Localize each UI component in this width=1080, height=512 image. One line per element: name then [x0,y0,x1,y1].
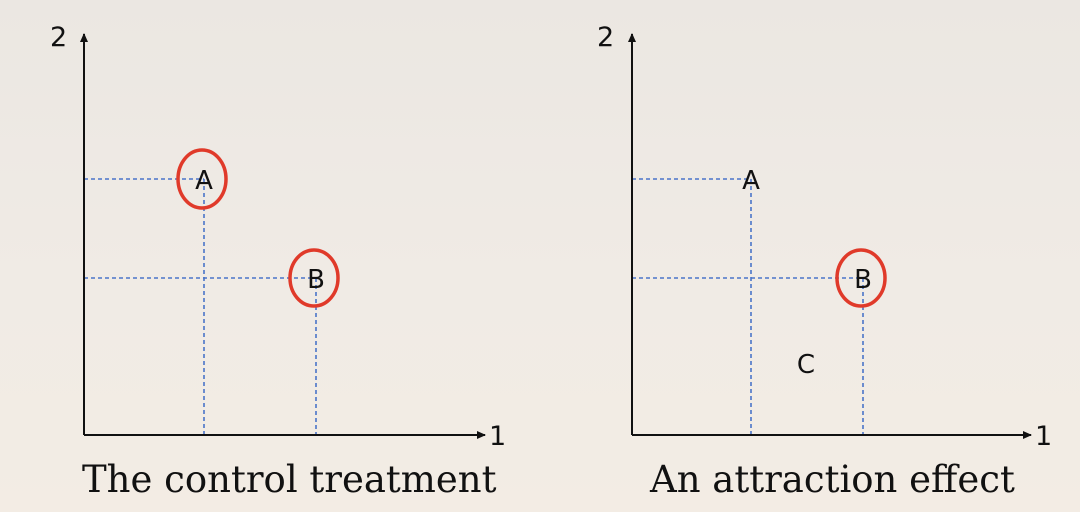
panel-caption: The control treatment [82,458,497,501]
point-b-highlight-circle [835,248,887,308]
point-a-label: A [195,166,213,196]
point-b-label: B [307,265,325,295]
control-diagram: 2 1 A B [50,22,506,452]
y-axis-label: 2 [597,22,614,53]
point-a-label: A [742,166,760,196]
y-axis-label: 2 [50,22,67,53]
x-axis-label: 1 [489,421,506,452]
point-b-highlight-circle [288,248,340,308]
point-b-label: B [854,265,872,295]
panel-attraction-effect: 2 1 A B C An attraction effect [540,0,1080,512]
point-c-label: C [797,350,815,380]
panel-control-treatment: 2 1 A B The control treatment [50,22,506,501]
point-a-highlight-circle [176,148,228,210]
panel-caption: An attraction effect [650,458,1015,501]
attraction-diagram: 2 1 A B C [597,22,1052,452]
x-axis-label: 1 [1035,421,1052,452]
